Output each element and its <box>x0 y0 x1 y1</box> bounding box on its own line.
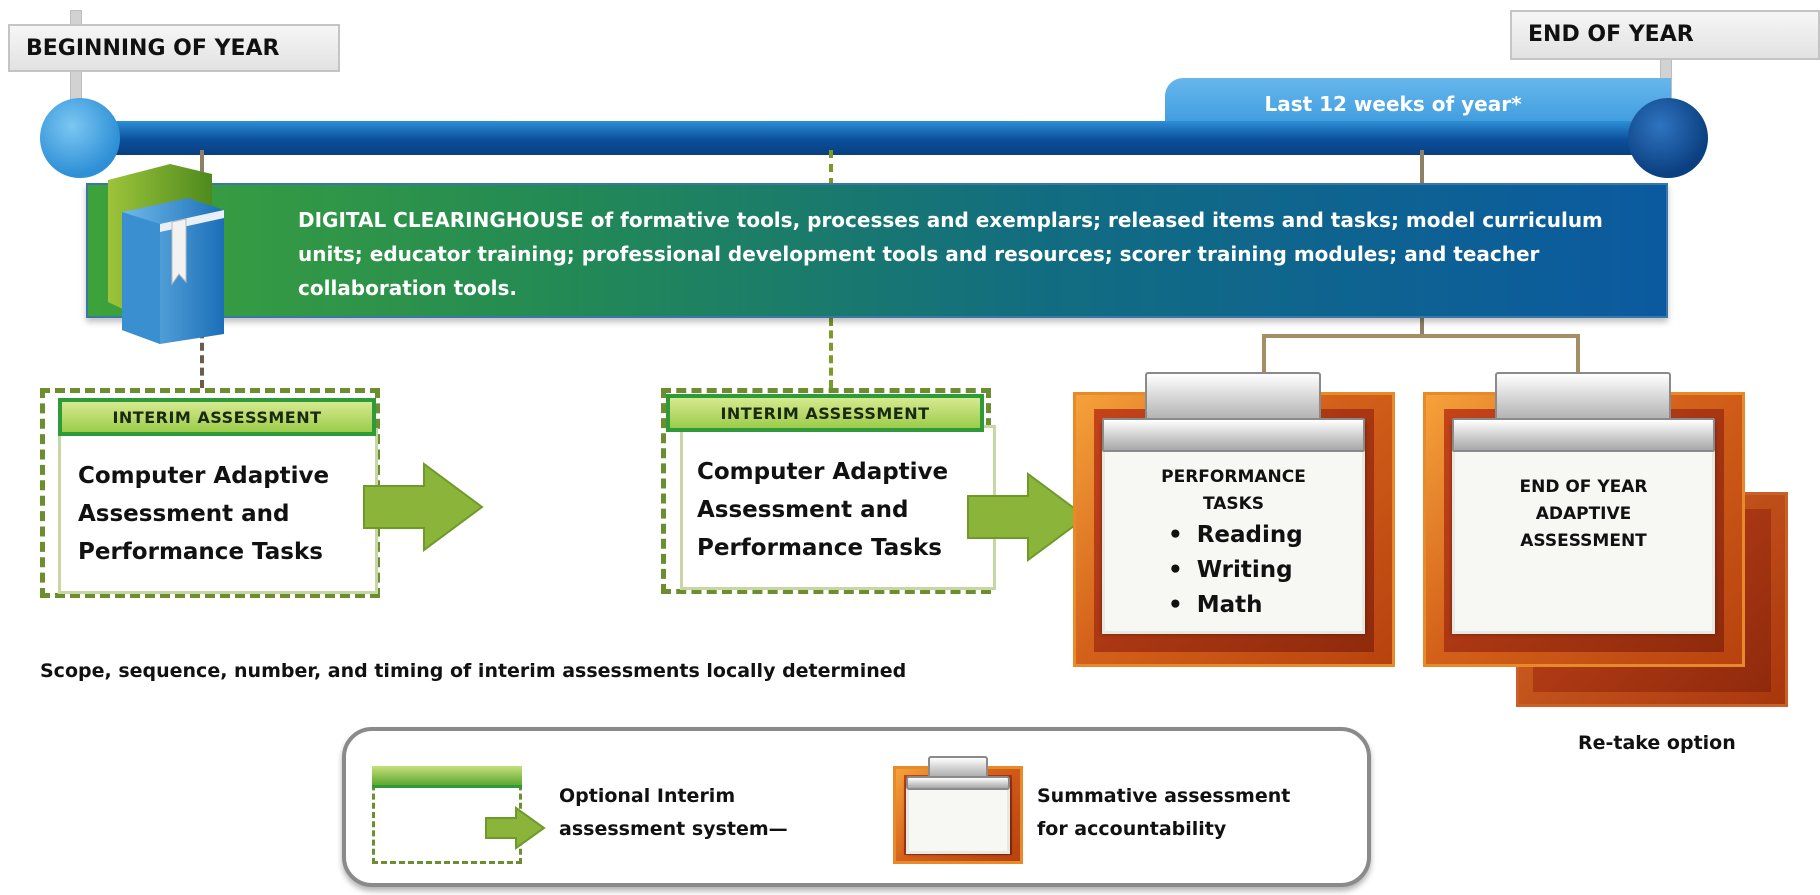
performance-tasks-title: PERFORMANCE TASKS <box>1161 467 1306 514</box>
end-of-year-label: END OF YEAR <box>1510 10 1820 60</box>
performance-task-item: Reading <box>1168 518 1303 553</box>
performance-tasks-list: Reading Writing Math <box>1168 518 1303 623</box>
connector-performance <box>1262 334 1266 374</box>
retake-option-label: Re-take option <box>1578 732 1736 754</box>
beginning-of-year-label: BEGINNING OF YEAR <box>8 24 340 72</box>
interim-assessment-2-header: INTERIM ASSESSMENT <box>666 394 984 432</box>
legend-summative-page <box>906 780 1010 854</box>
interim-assessment-1-card <box>58 428 378 594</box>
year-timeline <box>60 121 1675 155</box>
connector-interim-2-bottom <box>829 318 833 388</box>
end-of-year-title: END OF YEAR ADAPTIVE ASSESSMENT <box>1519 477 1648 551</box>
arrow-interim-2 <box>967 472 1088 562</box>
end-of-year-page <box>1452 422 1715 634</box>
legend-interim-label: Optional Interim assessment system— <box>559 785 788 840</box>
connector-interim-1-bottom <box>200 318 204 388</box>
books-icon <box>108 164 224 344</box>
arrow-interim-1 <box>363 462 484 552</box>
timeline-start-knob <box>40 98 120 178</box>
interim-scope-note: Scope, sequence, number, and timing of i… <box>40 660 907 682</box>
connector-summative-top <box>1420 150 1424 186</box>
connector-end-of-year <box>1576 334 1580 374</box>
legend-summative-label: Summative assessment for accountability <box>1037 785 1291 840</box>
performance-task-item: Writing <box>1168 553 1303 588</box>
legend-interim-swatch-header <box>372 766 522 788</box>
legend-arrow-icon <box>485 806 546 850</box>
interim-assessment-1-header: INTERIM ASSESSMENT <box>58 398 376 436</box>
end-of-year-clip-bar <box>1452 418 1715 452</box>
performance-task-item: Math <box>1168 588 1303 623</box>
clearinghouse-description: DIGITAL CLEARINGHOUSE of formative tools… <box>298 208 1603 300</box>
interim-assessment-2-description: Computer Adaptive Assessment and Perform… <box>697 459 949 561</box>
connector-interim-2-top <box>829 150 833 186</box>
digital-clearinghouse-banner: DIGITAL CLEARINGHOUSE of formative tools… <box>86 183 1668 318</box>
connector-summative-split <box>1262 334 1580 338</box>
connector-interim-1-top <box>200 150 204 186</box>
performance-tasks-clip-bar <box>1102 418 1365 452</box>
interim-assessment-1-description: Computer Adaptive Assessment and Perform… <box>78 463 330 565</box>
timeline-end-knob <box>1628 98 1708 178</box>
legend-summative-clip-bar <box>906 776 1010 790</box>
connector-summative-stem <box>1420 318 1424 338</box>
